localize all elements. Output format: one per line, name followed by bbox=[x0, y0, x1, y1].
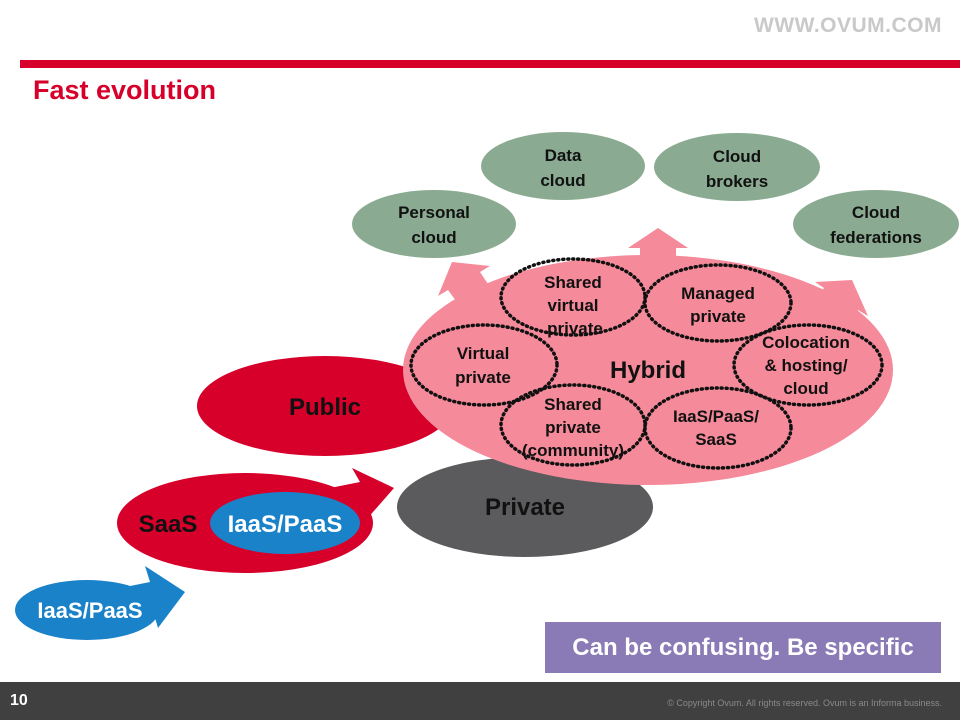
hybrid-shared-virtual-private: Shared virtual private bbox=[544, 273, 603, 338]
diagram-label: cloud bbox=[540, 171, 585, 190]
diagram-label: IaaS/PaaS bbox=[37, 598, 142, 623]
page-number: 10 bbox=[10, 692, 28, 709]
diagram-label: SaaS bbox=[139, 511, 198, 538]
hybrid-iaas-paas-saas: IaaS/PaaS/ SaaS bbox=[673, 407, 759, 449]
node-saas: SaaS IaaS/PaaS bbox=[117, 468, 394, 573]
diagram-label: Virtual bbox=[457, 344, 510, 363]
footer: 10 © Copyright Ovum. All rights reserved… bbox=[0, 682, 960, 720]
diagram-label: virtual bbox=[547, 296, 598, 315]
hybrid-shared-private-community: Shared private (community) bbox=[522, 395, 624, 460]
diagram-label: private bbox=[455, 368, 511, 387]
diagram-label: private bbox=[690, 307, 746, 326]
node-cloud-federations: Cloud federations bbox=[793, 190, 959, 258]
diagram-label: (community) bbox=[522, 441, 624, 460]
diagram-label: cloud bbox=[411, 228, 456, 247]
diagram-label: Managed bbox=[681, 284, 755, 303]
header-divider bbox=[20, 60, 960, 68]
diagram-label: cloud bbox=[783, 379, 828, 398]
node-public: Public bbox=[197, 356, 453, 456]
node-personal-cloud: Personal cloud bbox=[352, 190, 516, 258]
diagram-label: Public bbox=[289, 394, 361, 421]
diagram-label: & hosting/ bbox=[764, 356, 847, 375]
diagram-label: IaaS/PaaS bbox=[228, 511, 343, 538]
diagram-label: Shared bbox=[544, 395, 602, 414]
node-iaas-paas: IaaS/PaaS bbox=[15, 566, 185, 640]
diagram-label: federations bbox=[830, 228, 922, 247]
diagram-label: Colocation bbox=[762, 333, 850, 352]
hybrid-virtual-private: Virtual private bbox=[455, 344, 511, 387]
node-data-cloud: Data cloud bbox=[481, 132, 645, 200]
copyright: © Copyright Ovum. All rights reserved. O… bbox=[667, 698, 942, 708]
page-title: Fast evolution bbox=[33, 75, 217, 105]
diagram-label: Hybrid bbox=[610, 357, 686, 384]
hybrid-colocation: Colocation & hosting/ cloud bbox=[762, 333, 850, 398]
diagram-label: private bbox=[545, 418, 601, 437]
hybrid-managed-private: Managed private bbox=[681, 284, 755, 326]
diagram-label: Personal bbox=[398, 203, 470, 222]
callout-box: Can be confusing. Be specific bbox=[545, 622, 941, 673]
node-private: Private bbox=[397, 457, 653, 557]
diagram-label: private bbox=[547, 319, 603, 338]
node-hybrid: Hybrid Shared virtual private Managed pr… bbox=[403, 255, 893, 485]
diagram-label: SaaS bbox=[695, 430, 737, 449]
arrow-saas-icon bbox=[320, 468, 394, 520]
site-url: WWW.OVUM.COM bbox=[754, 14, 942, 37]
diagram-label: Shared bbox=[544, 273, 602, 292]
diagram-label: brokers bbox=[706, 172, 768, 191]
diagram-label: IaaS/PaaS/ bbox=[673, 407, 759, 426]
arrow-iaas-icon bbox=[120, 566, 185, 628]
diagram-label: Cloud bbox=[852, 203, 900, 222]
diagram-label: Data bbox=[545, 146, 582, 165]
diagram-label: Cloud bbox=[713, 147, 761, 166]
diagram-label: Private bbox=[485, 494, 565, 521]
node-cloud-brokers: Cloud brokers bbox=[654, 133, 820, 201]
